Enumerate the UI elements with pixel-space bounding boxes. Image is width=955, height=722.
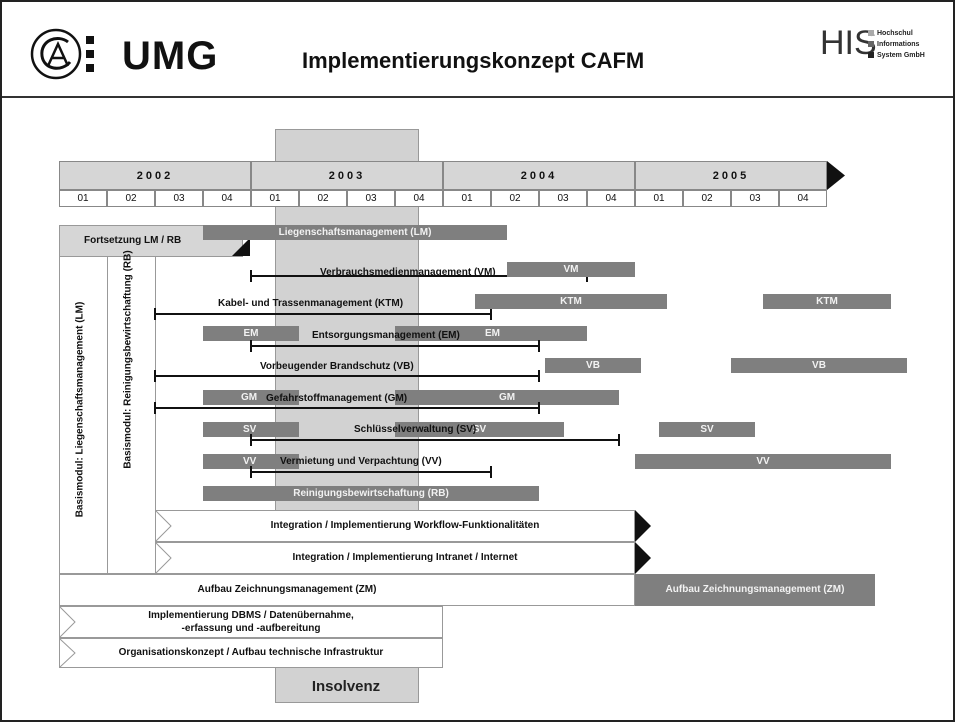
zm-row: Aufbau Zeichnungsmanagement (ZM) <box>59 574 635 606</box>
ktm-line-end <box>490 308 492 320</box>
ktm-line-start <box>154 308 156 320</box>
rb-bar: Reinigungsbewirtschaftung (RB) <box>203 486 539 501</box>
vb-line-end <box>538 370 540 382</box>
intranet-row: Integration / Implementierung Intranet /… <box>155 542 635 574</box>
quarter-cell: 01 <box>635 190 683 207</box>
sv-bar: SV <box>395 422 564 437</box>
org-row: Organisationskonzept / Aufbau technische… <box>59 638 443 668</box>
quarter-cell: 02 <box>299 190 347 207</box>
basismodul-lm-label: Basismodul: Liegenschaftsmanagement (LM) <box>74 301 86 518</box>
his-logo-line-3: System GmbH <box>868 52 925 59</box>
vv-bar: VV <box>203 454 299 469</box>
workflow-arrow-icon <box>635 510 651 542</box>
quarter-cell: 04 <box>395 190 443 207</box>
em-bar: EM <box>203 326 299 341</box>
umg-logo-text: UMG <box>122 34 219 78</box>
quarter-cell: 03 <box>539 190 587 207</box>
em-bar: EM <box>395 326 587 341</box>
basismodul-lm-frame <box>59 256 108 574</box>
year-cell: 2003 <box>251 161 443 190</box>
vb-bar: VB <box>731 358 907 373</box>
his-logo-text: HIS <box>820 24 877 62</box>
dbms-label-line-1: Implementierung DBMS / Datenübernahme, <box>148 610 354 621</box>
fortsetzung-label: Fortsetzung LM / RB <box>84 235 182 246</box>
his-logo-line-2: Informations <box>868 41 919 48</box>
gm-line <box>155 407 539 409</box>
vm-line-start <box>250 270 252 282</box>
gm-bar: GM <box>203 390 299 405</box>
fortsetzung-arrow-icon <box>232 238 250 256</box>
umg-emblem-icon <box>30 28 94 80</box>
gm-line-end <box>538 402 540 414</box>
intranet-arrow-icon <box>635 542 651 574</box>
gm-bar: GM <box>395 390 619 405</box>
workflow-row: Integration / Implementierung Workflow-F… <box>155 510 635 542</box>
vb-line-start <box>154 370 156 382</box>
vm-line <box>251 275 587 277</box>
year-cell: 2002 <box>59 161 251 190</box>
vb-bar: VB <box>545 358 641 373</box>
ktm-bar: KTM <box>475 294 667 309</box>
sv-line-start <box>250 434 252 446</box>
chevron-right-icon <box>59 606 76 638</box>
chevron-right-icon <box>59 638 76 668</box>
ktm-bar: KTM <box>763 294 891 309</box>
vv-line <box>251 471 491 473</box>
zm-label: Aufbau Zeichnungsmanagement (ZM) <box>197 584 377 595</box>
basismodul-rb-frame <box>107 256 156 574</box>
quarter-cell: 04 <box>587 190 635 207</box>
sv-line <box>251 439 619 441</box>
timeline-arrow-icon <box>827 161 845 190</box>
quarter-cell: 01 <box>443 190 491 207</box>
page-title: Implementierungskonzept CAFM <box>302 48 645 73</box>
em-line-label: Entsorgungsmanagement (EM) <box>312 330 460 341</box>
zm-bar: Aufbau Zeichnungsmanagement (ZM) <box>635 574 875 606</box>
dbms-row: Implementierung DBMS / Datenübernahme, -… <box>59 606 443 638</box>
vm-line-label: Verbrauchsmedienmanagement (VM) <box>320 267 496 278</box>
quarter-cell: 01 <box>59 190 107 207</box>
vv-line-label: Vermietung und Verpachtung (VV) <box>280 456 442 467</box>
sv-bar: SV <box>659 422 755 437</box>
quarter-cell: 03 <box>731 190 779 207</box>
vv-bar: VV <box>635 454 891 469</box>
gm-line-label: Gefahrstoffmanagement (GM) <box>266 393 408 404</box>
header-divider <box>2 96 953 98</box>
em-line-start <box>250 340 252 352</box>
vv-line-end <box>490 466 492 478</box>
chevron-right-icon <box>155 510 172 542</box>
vm-bar: VM <box>507 262 635 277</box>
umg-logo <box>28 26 118 82</box>
year-cell: 2005 <box>635 161 827 190</box>
chevron-right-icon <box>155 542 172 574</box>
quarter-cell: 03 <box>155 190 203 207</box>
lm-bar: Liegenschaftsmanagement (LM) <box>203 225 507 240</box>
sv-line-end <box>618 434 620 446</box>
ktm-line-label: Kabel- und Trassenmanagement (KTM) <box>218 298 404 309</box>
sv-bar: SV <box>203 422 299 437</box>
quarter-cell: 03 <box>347 190 395 207</box>
dbms-label-line-2: -erfassung und -aufbereitung <box>181 623 321 634</box>
quarter-cell: 02 <box>491 190 539 207</box>
his-logo-line-1: Hochschul <box>868 30 913 37</box>
quarter-cell: 02 <box>107 190 155 207</box>
insolvenz-label: Insolvenz <box>311 678 381 695</box>
quarter-cell: 04 <box>203 190 251 207</box>
em-line <box>251 345 539 347</box>
em-line-end <box>538 340 540 352</box>
gm-line-start <box>154 402 156 414</box>
workflow-label: Integration / Implementierung Workflow-F… <box>270 520 540 531</box>
basismodul-rb-label: Basismodul: Reinigungsbewirtschaftung (R… <box>122 250 134 469</box>
ktm-line <box>155 313 491 315</box>
vb-line <box>155 375 539 377</box>
vb-line-label: Vorbeugender Brandschutz (VB) <box>260 361 414 372</box>
sv-line-label: Schlüsselverwaltung (SV) <box>354 424 477 435</box>
quarter-cell: 02 <box>683 190 731 207</box>
quarter-cell: 01 <box>251 190 299 207</box>
intranet-label: Integration / Implementierung Intranet /… <box>292 552 518 563</box>
year-cell: 2004 <box>443 161 635 190</box>
org-label: Organisationskonzept / Aufbau technische… <box>118 647 384 658</box>
vv-line-start <box>250 466 252 478</box>
quarter-cell: 04 <box>779 190 827 207</box>
